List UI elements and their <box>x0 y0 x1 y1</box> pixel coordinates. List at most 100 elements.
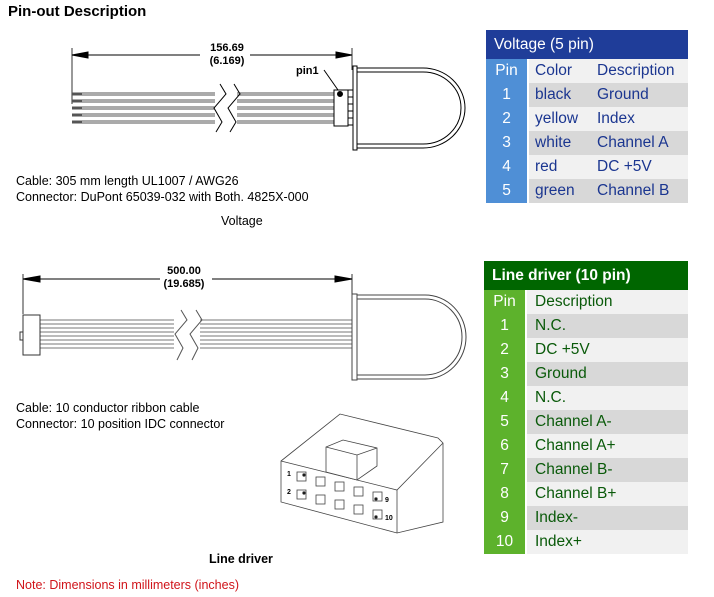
loop-base <box>352 65 358 151</box>
pin-number: 1 <box>486 83 527 107</box>
pin-number: 2 <box>486 107 527 131</box>
table-row: 3 Ground <box>484 362 688 386</box>
table-row: 4 red DC +5V <box>486 155 688 179</box>
break-mark-right <box>227 83 241 133</box>
pin-number: 5 <box>486 179 527 203</box>
pin-description: Channel B+ <box>535 485 617 502</box>
pin-description: N.C. <box>535 389 566 406</box>
technical-drawings: 156.69 (6.169) pin1 500.00 (19.685 <box>19 42 467 534</box>
idc-pin-label-1: 1 <box>287 471 291 478</box>
break-mark-left <box>174 309 188 361</box>
pin-number: 7 <box>484 458 525 482</box>
wire-color: yellow <box>535 110 579 127</box>
voltage-caption: Voltage <box>221 214 263 228</box>
voltage-cable-drawing <box>71 48 466 151</box>
line-driver-connector-spec: Connector: 10 position IDC connector <box>16 417 225 431</box>
pin1-dot <box>337 91 343 97</box>
line-driver-spec-text: Cable: 10 conductor ribbon cable Connect… <box>16 400 224 432</box>
loop-base <box>351 293 358 381</box>
wire-color: white <box>535 134 572 151</box>
wire-color: red <box>535 158 558 175</box>
idc-pin-label-10: 10 <box>385 515 393 522</box>
voltage-table-title: Voltage (5 pin) <box>486 30 688 59</box>
pin-number: 3 <box>484 362 525 386</box>
header-pin: Pin <box>484 290 525 314</box>
idc-connector-side <box>22 314 41 356</box>
pin-description: Index- <box>535 509 579 526</box>
pin-description: DC +5V <box>597 158 652 175</box>
pin-description: Index <box>597 110 635 127</box>
pin-description: Channel A- <box>535 413 612 430</box>
wire-bundle <box>72 92 334 124</box>
line-driver-cable-spec: Cable: 10 conductor ribbon cable <box>16 401 200 415</box>
voltage-dimension-in: (6.169) <box>210 55 245 67</box>
line-driver-table-title: Line driver (10 pin) <box>484 261 688 290</box>
pin-number: 10 <box>484 530 525 554</box>
header-description: Description <box>597 62 675 79</box>
line-driver-dimension-mm: 500.00 <box>167 265 201 277</box>
pin-number: 8 <box>484 482 525 506</box>
voltage-pin-table: Voltage (5 pin) Pin Color Description 1 … <box>486 30 688 203</box>
arrowhead-right <box>335 51 353 59</box>
header-color: Color <box>535 62 573 79</box>
break-mark-right <box>189 309 203 361</box>
table-row: 1 black Ground <box>486 83 688 107</box>
pin-number: 3 <box>486 131 527 155</box>
contact-grid <box>296 471 383 520</box>
voltage-table-header-row: Pin Color Description <box>486 59 688 83</box>
table-row: 7 Channel B- <box>484 458 688 482</box>
table-row: 4 N.C. <box>484 386 688 410</box>
pin1-leader <box>323 69 339 91</box>
line-driver-caption: Line driver <box>209 552 273 566</box>
voltage-connector-spec: Connector: DuPont 65039-032 with Both. 4… <box>16 190 309 204</box>
table-row: 5 Channel A- <box>484 410 688 434</box>
idc-pin-label-2: 2 <box>287 489 291 496</box>
pin-number: 5 <box>484 410 525 434</box>
wire-color: green <box>535 182 575 199</box>
pin-number: 1 <box>484 314 525 338</box>
line-driver-cable-drawing <box>19 274 467 381</box>
arrowhead-right <box>334 275 353 283</box>
table-row: 8 Channel B+ <box>484 482 688 506</box>
table-row: 2 DC +5V <box>484 338 688 362</box>
pin-description: Ground <box>535 365 587 382</box>
line-driver-table-header-row: Pin Description <box>484 290 688 314</box>
loop-outer <box>357 294 467 380</box>
pin-description: Channel A <box>597 134 669 151</box>
table-row: 3 white Channel A <box>486 131 688 155</box>
pin-description: Ground <box>597 86 649 103</box>
idc-connector-3d <box>280 413 444 534</box>
arrowhead-left <box>22 275 41 283</box>
pin-number: 2 <box>484 338 525 362</box>
pin1-label: pin1 <box>296 65 319 77</box>
table-row: 9 Index- <box>484 506 688 530</box>
line-driver-dimension-in: (19.685) <box>164 278 205 290</box>
pin-description: Channel B <box>597 182 670 199</box>
voltage-cable-spec: Cable: 305 mm length UL1007 / AWG26 <box>16 174 239 188</box>
pin-description: N.C. <box>535 317 566 334</box>
arrowhead-left <box>71 51 89 59</box>
table-row: 2 yellow Index <box>486 107 688 131</box>
loop-inner <box>357 298 463 376</box>
loop-inner <box>357 71 462 145</box>
break-mark-left <box>213 83 227 133</box>
pin-number: 9 <box>484 506 525 530</box>
header-description: Description <box>535 293 613 310</box>
dimensions-note: Note: Dimensions in millimeters (inches) <box>16 578 239 592</box>
pin-description: DC +5V <box>535 341 590 358</box>
pin-number: 6 <box>484 434 525 458</box>
page-title: Pin-out Description <box>8 3 147 20</box>
pin-number: 4 <box>484 386 525 410</box>
header-pin: Pin <box>486 59 527 83</box>
voltage-dimension-mm: 156.69 <box>210 42 244 54</box>
wire-color: black <box>535 86 572 103</box>
table-row: 5 green Channel B <box>486 179 688 203</box>
table-row: 1 N.C. <box>484 314 688 338</box>
loop-outer <box>357 67 466 149</box>
pin-description: Channel B- <box>535 461 613 478</box>
voltage-spec-text: Cable: 305 mm length UL1007 / AWG26 Conn… <box>16 173 309 205</box>
pin-number: 4 <box>486 155 527 179</box>
